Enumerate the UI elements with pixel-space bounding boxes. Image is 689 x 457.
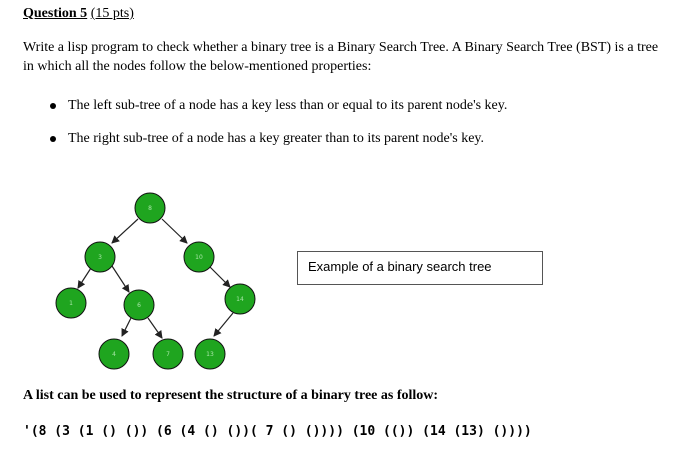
tree-node-circle	[98, 338, 130, 370]
bst-properties-list: The left sub-tree of a node has a key le…	[48, 96, 507, 162]
tree-node-label: 3	[98, 254, 102, 261]
question-intro: Write a lisp program to check whether a …	[23, 40, 659, 74]
edge-6-4	[121, 317, 132, 337]
tree-node-label: 7	[166, 351, 170, 358]
edge-8-10	[161, 218, 188, 244]
edge-8-3	[111, 218, 139, 244]
tree-nodes: 8 3 10 1 6 14 4 7	[55, 192, 256, 370]
tree-node-label: 4	[112, 351, 116, 358]
tree-node-circle	[55, 287, 87, 319]
tree-node-8: 8	[134, 192, 166, 224]
tree-edges	[77, 218, 234, 339]
binary-tree-diagram: 8 3 10 1 6 14 4 7	[55, 192, 256, 370]
tree-node-13: 13	[194, 338, 226, 370]
tree-node-circle	[123, 289, 155, 321]
bullet-item-left-subtree: The left sub-tree of a node has a key le…	[48, 96, 507, 129]
tree-node-circle	[134, 192, 166, 224]
bullet-item-right-subtree: The right sub-tree of a node has a key g…	[48, 129, 507, 162]
tree-node-label: 13	[206, 351, 214, 358]
tree-node-label: 6	[137, 302, 141, 309]
edge-3-1	[77, 267, 92, 289]
edge-14-13	[213, 312, 234, 337]
edge-10-14	[209, 266, 231, 288]
tree-node-4: 4	[98, 338, 130, 370]
tree-node-label: 8	[148, 205, 152, 212]
tree-node-3: 3	[84, 241, 116, 273]
tree-caption-box: Example of a binary search tree	[297, 251, 543, 285]
tree-node-label: 14	[236, 296, 244, 303]
tree-node-circle	[183, 241, 215, 273]
lisp-tree-code: '(8 (3 (1 () ()) (6 (4 () ())( 7 () ()))…	[23, 424, 532, 439]
tree-node-label: 10	[195, 254, 203, 261]
question-title: Question 5 (15 pts)	[23, 6, 134, 22]
tree-node-label: 1	[69, 300, 73, 307]
edge-6-7	[147, 317, 163, 339]
tree-node-circle	[224, 283, 256, 315]
tree-node-10: 10	[183, 241, 215, 273]
tree-node-7: 7	[152, 338, 184, 370]
tree-node-1: 1	[55, 287, 87, 319]
list-representation-heading: A list can be used to represent the stru…	[23, 388, 439, 403]
edge-3-6	[111, 265, 130, 293]
tree-node-14: 14	[224, 283, 256, 315]
question-points: (15 pts)	[90, 6, 134, 21]
tree-node-circle	[84, 241, 116, 273]
tree-node-circle	[152, 338, 184, 370]
tree-node-6: 6	[123, 289, 155, 321]
question-number: Question 5	[23, 6, 88, 21]
tree-node-circle	[194, 338, 226, 370]
